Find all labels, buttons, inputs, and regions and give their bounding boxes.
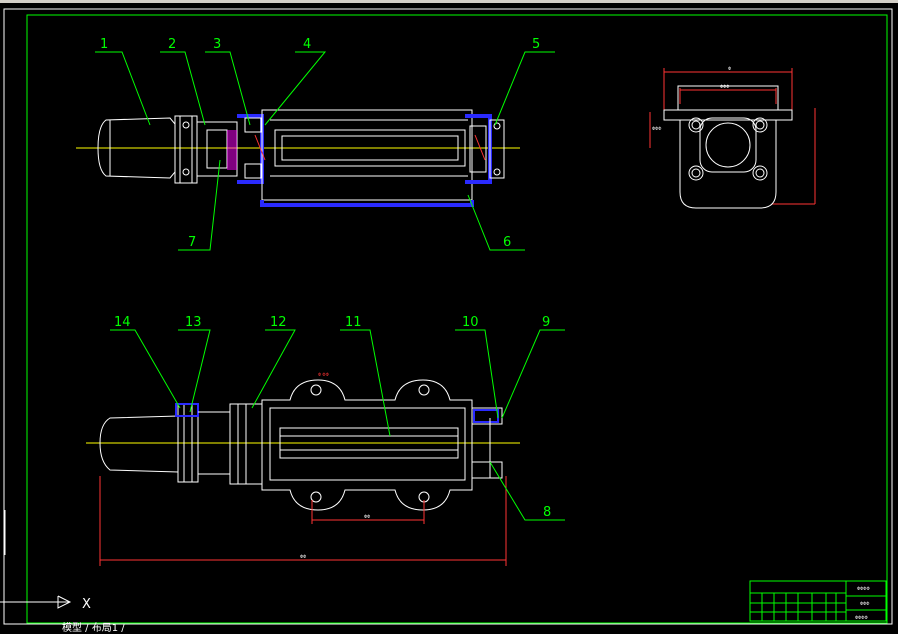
balloon-10: 10 bbox=[462, 315, 479, 330]
ucs-x-label: X bbox=[82, 597, 91, 612]
layout-tab-bar[interactable]: 模型 / 布局1 / bbox=[62, 623, 125, 634]
dim-side-c: ΦΦΦ bbox=[652, 126, 661, 131]
balloon-14: 14 bbox=[114, 315, 131, 330]
inner-border bbox=[26, 14, 888, 624]
dim-note: Φ ΦΦ bbox=[318, 372, 329, 377]
window-top-edge bbox=[0, 0, 898, 3]
balloon-5: 5 bbox=[532, 37, 540, 52]
balloon-4: 4 bbox=[303, 37, 311, 52]
balloon-13: 13 bbox=[185, 315, 202, 330]
balloon-1: 1 bbox=[100, 37, 108, 52]
balloon-labels: 1 2 3 4 5 6 7 8 9 10 11 12 13 14 bbox=[100, 37, 551, 520]
title-code: ΦΦΦΦ bbox=[857, 586, 870, 591]
balloon-11: 11 bbox=[345, 315, 362, 330]
title-block bbox=[749, 580, 887, 622]
title-number: ΦΦΦΦ bbox=[855, 615, 868, 620]
balloon-8: 8 bbox=[543, 505, 551, 520]
side-end-view bbox=[649, 68, 816, 209]
leader-lines bbox=[95, 51, 565, 521]
title-name: ΦΦΦ bbox=[860, 601, 869, 606]
dim-hole-span: ΦΦ bbox=[364, 514, 370, 519]
dim-side-b: ΦΦΦ bbox=[720, 84, 729, 89]
balloon-3: 3 bbox=[213, 37, 221, 52]
balloon-6: 6 bbox=[503, 235, 511, 250]
dim-bottom-span: ΦΦ bbox=[300, 554, 306, 559]
bottom-plan-view bbox=[86, 379, 520, 566]
balloon-9: 9 bbox=[542, 315, 550, 330]
ucs-icon bbox=[0, 510, 72, 609]
balloon-12: 12 bbox=[270, 315, 287, 330]
balloon-2: 2 bbox=[168, 37, 176, 52]
balloon-7: 7 bbox=[188, 235, 196, 250]
top-assembly-view bbox=[76, 109, 520, 207]
dim-side-a: Φ bbox=[728, 66, 731, 71]
outer-border bbox=[3, 8, 893, 625]
